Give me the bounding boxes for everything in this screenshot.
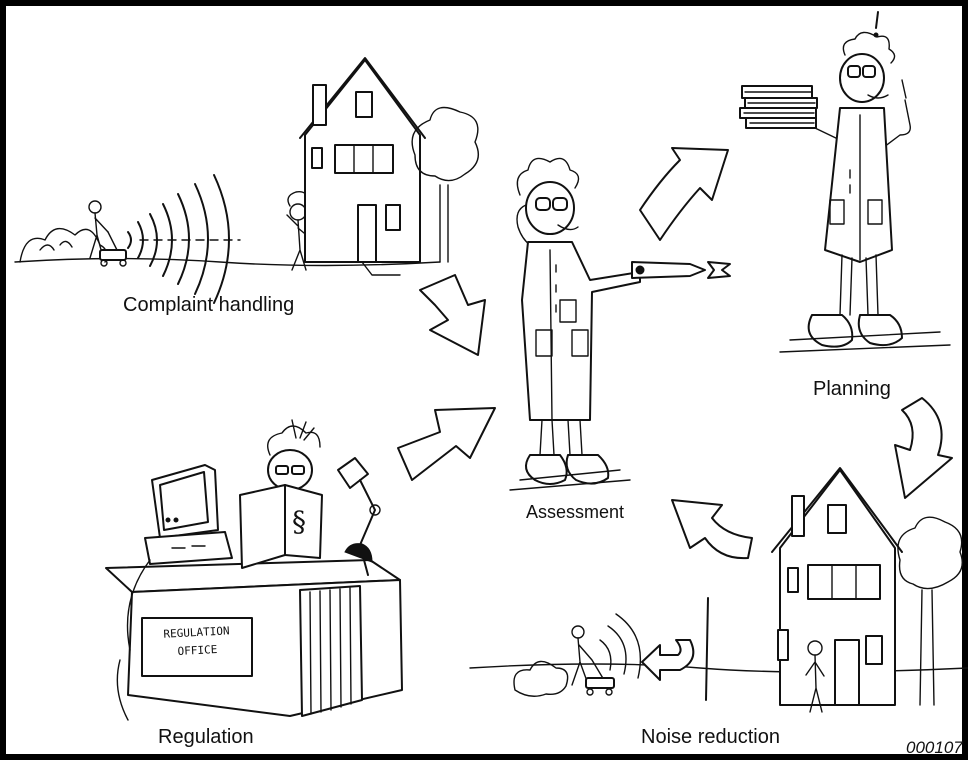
image-id-label: 000107 — [906, 738, 963, 757]
assessment-label: Assessment — [526, 502, 625, 522]
arrow-assessment-to-planning — [639, 147, 729, 241]
noise-reduction-label: Noise reduction — [641, 726, 780, 748]
arrow-planning-to-noise-reduction — [894, 397, 953, 499]
paper-stack — [739, 85, 818, 129]
arrow-regulation-to-assessment — [397, 407, 496, 481]
regulation-office-sign — [141, 617, 253, 677]
planning-label: Planning — [813, 378, 891, 400]
book-section-symbol: § — [292, 505, 306, 538]
sound-waves — [127, 174, 241, 304]
planning-scientist — [739, 11, 951, 353]
house-complaint — [299, 57, 426, 276]
complaint-scene — [14, 57, 479, 304]
regulation-scene — [105, 419, 403, 721]
mower-person — [88, 200, 127, 267]
arrow-noise-reduction-to-assessment — [671, 499, 753, 560]
tree-complaint — [411, 106, 479, 263]
noise-reduction-scene — [469, 467, 968, 713]
complaint-handling-label: Complaint handling — [123, 294, 295, 316]
desk-sign-text: REGULATION OFFICE — [141, 621, 253, 663]
assessment-scientist — [509, 157, 731, 491]
regulation-label: Regulation — [158, 726, 254, 748]
arrow-complaint-to-assessment — [419, 274, 486, 356]
